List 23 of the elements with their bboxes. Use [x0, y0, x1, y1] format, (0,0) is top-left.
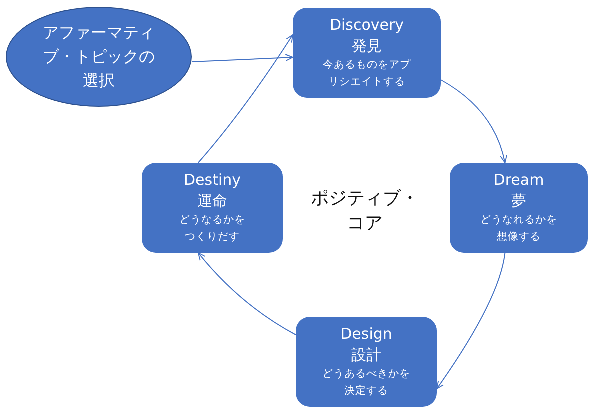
- process-box: [142, 163, 283, 253]
- node-title: Destiny: [184, 170, 242, 190]
- arrow: [198, 252, 296, 336]
- node-title: Dream: [494, 170, 544, 190]
- process-box: [450, 163, 588, 253]
- process-box: [293, 8, 441, 98]
- arrow: [440, 80, 508, 164]
- process-box: [296, 317, 437, 407]
- node-description: どうなれるかを想像する: [480, 213, 558, 245]
- node-label: アファーマティブ・トピックの選択: [42, 22, 156, 92]
- node-title: Discovery: [330, 15, 404, 35]
- node-description: どうあるべきかを決定する: [322, 367, 411, 399]
- node-subtitle: 夢: [512, 191, 526, 212]
- node-title: Design: [340, 324, 392, 344]
- node-subtitle: 発見: [352, 36, 382, 57]
- node-subtitle: 設計: [352, 345, 382, 366]
- center-label: ポジティブ・コア: [310, 187, 420, 236]
- arrow: [192, 54, 294, 62]
- arrow: [198, 34, 294, 164]
- node-description: 今あるものをアプリシエイトする: [322, 58, 412, 90]
- arrow: [436, 252, 506, 390]
- node-subtitle: 運命: [198, 191, 228, 212]
- node-description: どうなるかをつくりだす: [178, 213, 246, 245]
